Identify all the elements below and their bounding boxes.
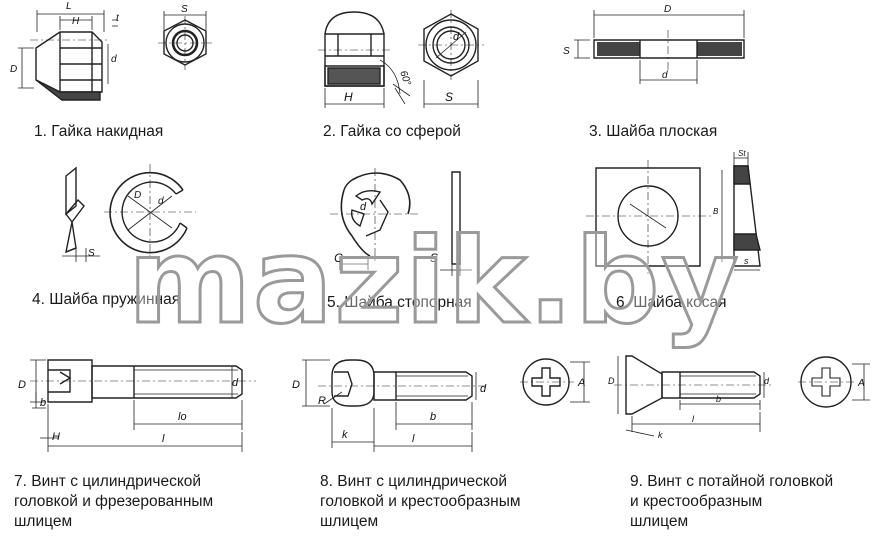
drawing-slotted-cheese-screw: D d b lo H l — [18, 359, 256, 452]
dim-label: l — [692, 414, 695, 424]
dim-label: l — [162, 433, 165, 445]
dim-label: d — [111, 54, 117, 65]
dim-label: C — [334, 251, 343, 265]
dim-label: A — [857, 378, 865, 389]
dim-label: S — [430, 251, 438, 265]
watermark: mazik.by — [126, 212, 741, 350]
caption-spherical-nut: 2. Гайка со сферой — [323, 123, 461, 140]
drawing-countersunk-screw: D d b A k l — [608, 355, 870, 440]
dim-label: H — [72, 16, 80, 27]
dim-label: D — [10, 64, 17, 75]
dim-label: d — [764, 376, 770, 386]
dim-label: lo — [178, 411, 187, 423]
dim-label: b — [430, 411, 436, 423]
countersunk-head-top-view — [798, 356, 870, 408]
dim-label: A — [577, 377, 585, 389]
drawing-spherical-nut: H S 60° d — [318, 10, 484, 108]
caption-slotted-cheese-screw: 7. Винт с цилиндрической головкой и фрез… — [14, 473, 214, 530]
dim-label: 60° — [397, 69, 413, 87]
caption-lock-washer: 5. Шайба стопорная — [327, 294, 472, 311]
caption-flat-washer: 3. Шайба плоская — [589, 123, 718, 140]
dim-label: D — [134, 190, 141, 201]
tapered-washer-side-view — [721, 152, 761, 271]
dim-label: D — [608, 376, 615, 386]
caption-tapered-washer: 6. Шайба косая — [616, 294, 727, 311]
caption-cap-nut: 1. Гайка накидная — [34, 123, 164, 140]
cap-nut-side-view — [18, 10, 118, 101]
spherical-nut-side-view — [318, 11, 411, 108]
drawing-cap-nut: L H t S D d — [10, 1, 212, 101]
dim-label: St — [738, 149, 746, 158]
dim-label: L — [66, 1, 72, 12]
cap-nut-top-view — [158, 11, 212, 70]
cross-head-top-view — [520, 358, 590, 406]
dim-label: t — [116, 13, 120, 24]
drawing-cross-cheese-screw: D R d b A k l — [292, 358, 590, 452]
dim-label: D — [292, 379, 300, 391]
dim-label: d — [453, 31, 460, 43]
dim-label: D — [664, 4, 671, 15]
spherical-nut-top-view — [418, 10, 484, 108]
spring-washer-side-view — [62, 166, 100, 262]
dim-label: d — [360, 201, 367, 213]
dim-label: S — [181, 4, 188, 15]
dim-label: s — [744, 256, 749, 266]
dim-label: R — [318, 395, 326, 407]
spring-washer-top-view — [104, 164, 196, 260]
dim-label: k — [342, 429, 348, 441]
drawing-flat-washer: D S d — [563, 4, 745, 84]
drawing-lock-washer: d C S — [330, 168, 472, 276]
dim-label: S — [445, 90, 453, 104]
dim-label: d — [662, 70, 668, 81]
dim-label: H — [52, 431, 60, 443]
drawing-tapered-washer: St B s — [586, 149, 761, 274]
dim-label: d — [480, 383, 487, 395]
dim-label: S — [563, 46, 570, 57]
tapered-washer-front-view — [586, 160, 712, 274]
dim-label: B — [713, 207, 719, 216]
dim-label: D — [18, 379, 26, 391]
dim-label: b — [716, 394, 721, 404]
dim-label: d — [158, 196, 164, 207]
caption-cross-cheese-screw: 8. Винт с цилиндрической головкой и крес… — [320, 473, 521, 530]
caption-spring-washer: 4. Шайба пружинная — [32, 291, 181, 308]
dim-label: S — [88, 248, 95, 259]
dim-label: b — [40, 397, 46, 409]
dim-label: H — [344, 90, 353, 104]
drawing-spring-washer: D d S — [62, 164, 196, 262]
caption-countersunk-screw: 9. Винт с потайной головкой и крестообра… — [630, 473, 834, 530]
dim-label: k — [658, 430, 663, 440]
dim-label: d — [232, 377, 239, 389]
dim-label: l — [412, 433, 415, 445]
